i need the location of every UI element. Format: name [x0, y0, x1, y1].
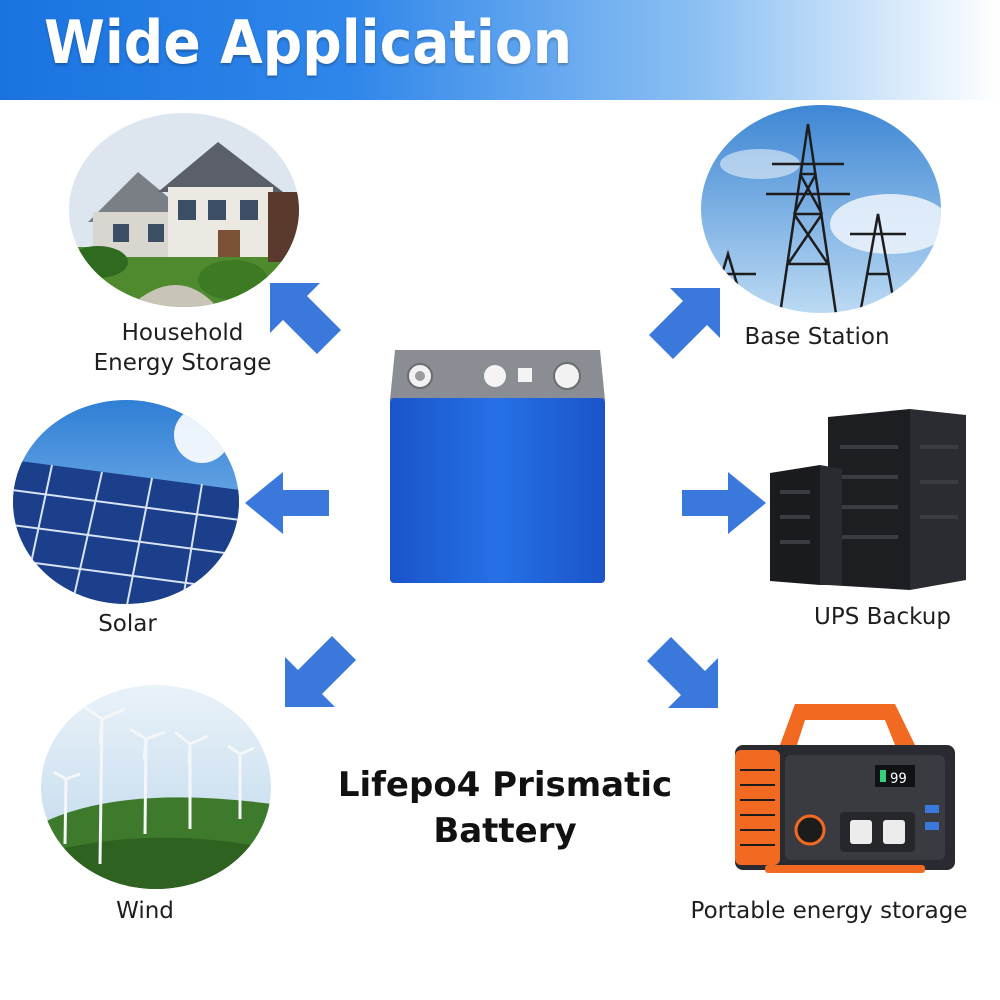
arrow-to-solar — [245, 472, 329, 534]
arrow-to-ups — [682, 472, 766, 534]
battery-caption-line2: Battery — [433, 811, 577, 851]
label-household: Household Energy Storage — [75, 318, 290, 378]
label-base-station: Base Station — [722, 322, 912, 352]
portable-power-station-image: 99 — [735, 704, 955, 873]
label-wind-text: Wind — [116, 898, 174, 924]
base-station-image — [701, 105, 941, 313]
arrow-to-base-station — [649, 288, 720, 359]
page-title: Wide Application — [44, 8, 573, 78]
wind-image — [41, 685, 271, 889]
label-household-line2: Energy Storage — [93, 350, 272, 376]
battery-caption-line1: Lifepo4 Prismatic — [337, 765, 673, 805]
label-ups-text: UPS Backup — [814, 604, 951, 630]
label-household-line1: Household — [121, 320, 244, 346]
svg-text:99: 99 — [890, 771, 907, 787]
label-portable: Portable energy storage — [668, 896, 990, 926]
label-wind: Wind — [95, 896, 195, 926]
battery-caption: Lifepo4 Prismatic Battery — [315, 762, 695, 854]
label-base-station-text: Base Station — [744, 324, 890, 350]
header-banner: Wide Application — [0, 0, 1000, 100]
solar-image — [13, 400, 239, 604]
battery-image — [390, 350, 605, 583]
arrow-to-household — [270, 283, 341, 354]
label-solar: Solar — [70, 609, 185, 639]
label-portable-text: Portable energy storage — [690, 898, 968, 924]
label-ups: UPS Backup — [790, 602, 975, 632]
arrow-to-portable — [647, 637, 718, 708]
label-solar-text: Solar — [98, 611, 157, 637]
arrow-to-wind — [285, 636, 356, 707]
ups-image — [770, 409, 966, 590]
household-image — [69, 113, 299, 307]
